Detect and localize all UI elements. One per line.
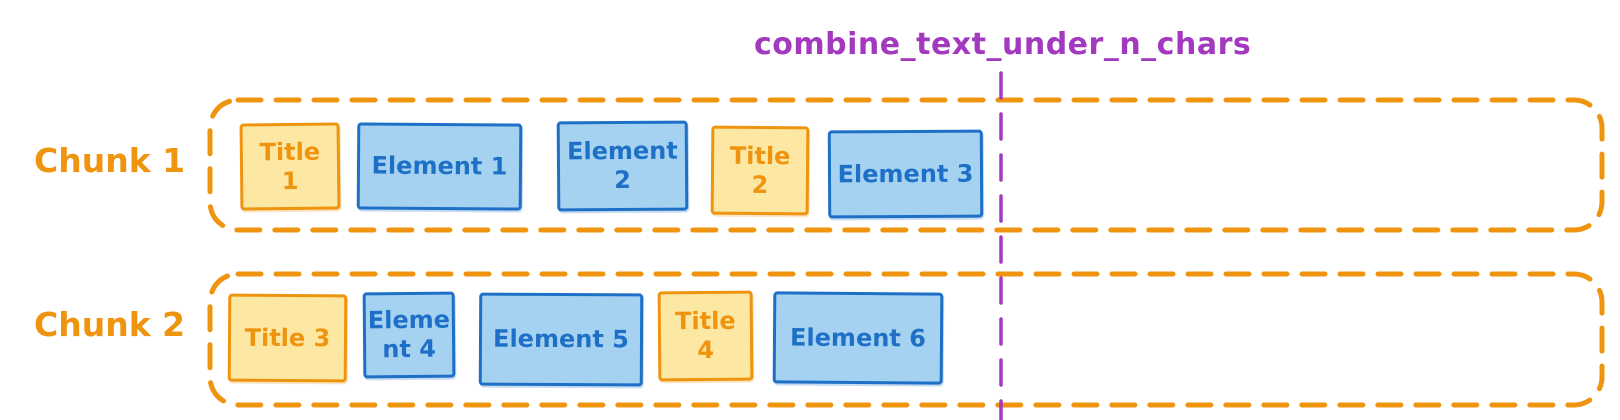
chunk-2-outline [207,271,1605,408]
title-box-label: Title 3 [244,323,331,352]
combine-text-under-n-chars-label: combine_text_under_n_chars [754,27,1252,62]
element-box-label: Element 6 [790,323,926,353]
element-box-label: Eleme nt 4 [367,305,451,364]
title-box-label: Title 4 [674,306,736,365]
chunk-1-outline [207,97,1605,233]
element-box-label: Element 5 [493,324,629,354]
title-box: Title 3 [227,293,348,383]
element-box: Element 5 [478,292,644,387]
element-box: Element 6 [772,291,944,385]
chunk-2-label: Chunk 2 [34,305,186,344]
chunk-1-label: Chunk 1 [34,141,186,180]
title-box: Title 4 [657,290,754,382]
element-box: Eleme nt 4 [362,291,456,379]
